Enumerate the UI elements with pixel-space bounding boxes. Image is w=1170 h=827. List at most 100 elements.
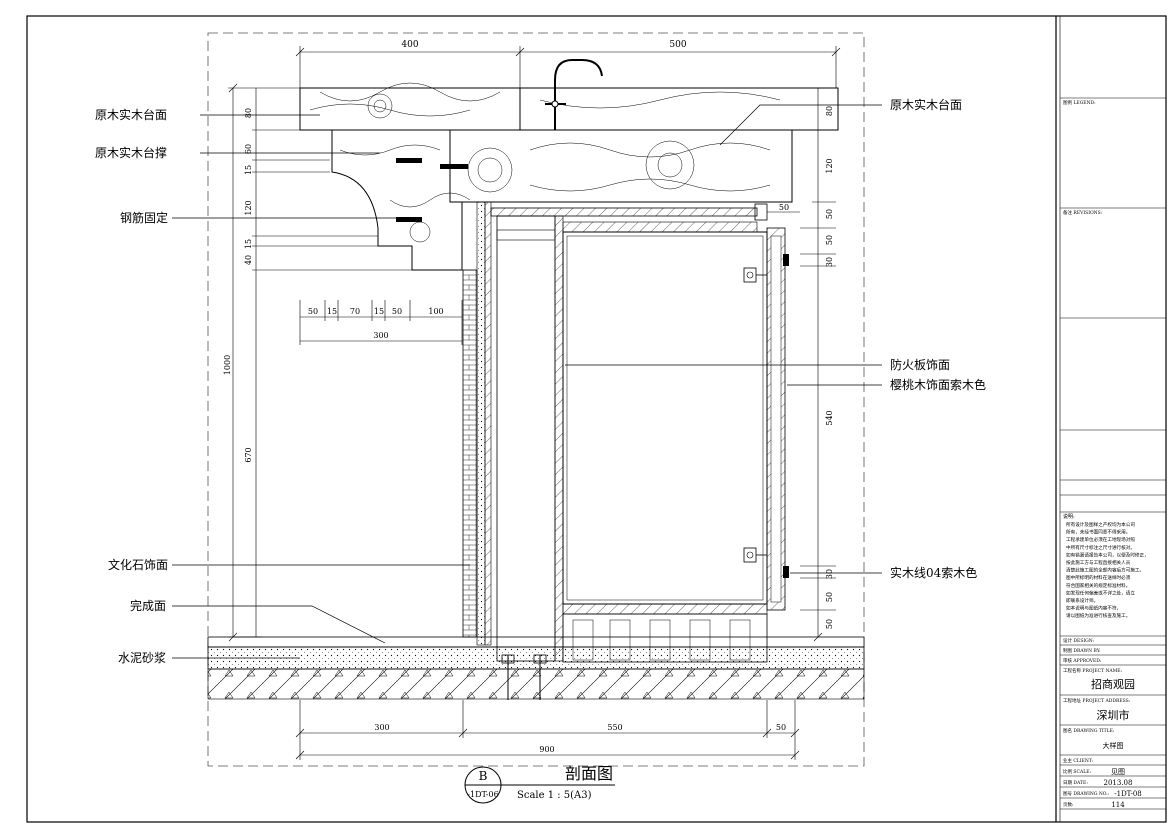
dim-left-120: 120 xyxy=(244,200,253,215)
page-label: 页数: xyxy=(1063,801,1074,808)
dim-left-40: 40 xyxy=(244,255,253,265)
note-line: 如本说明与图纸内容不符， xyxy=(1066,605,1121,612)
dim-brace-b: 15 xyxy=(327,307,337,316)
faucet-icon xyxy=(545,59,603,130)
dimension-right xyxy=(767,88,836,642)
note-line: 所有设计及图样之产权均为本公司 xyxy=(1066,521,1135,528)
dim-brace-f: 100 xyxy=(428,307,443,316)
dim-right-30b: 30 xyxy=(825,569,834,579)
dimension-top xyxy=(295,46,841,88)
dim-bottom-total: 900 xyxy=(539,745,554,754)
scale-label: 比例 SCALE: xyxy=(1063,768,1091,775)
cabinet-body xyxy=(490,203,789,700)
date-value: 2013.08 xyxy=(1104,779,1133,787)
dim-left-1000: 1000 xyxy=(223,355,232,375)
hinge-top xyxy=(743,267,767,283)
drawing-title-label: 图名 DRAWING TITLE: xyxy=(1063,727,1115,734)
dimension-brace xyxy=(299,300,463,345)
culture-stone-wall xyxy=(462,199,492,646)
approved-label: 审核 APPROVED: xyxy=(1063,657,1102,664)
dim-right-30a: 30 xyxy=(825,257,834,267)
drawn-label: 制图 DRAWN BY: xyxy=(1063,647,1101,654)
callout-countertop-left: 原木实木台面 xyxy=(95,107,167,122)
hinge-bottom xyxy=(743,547,767,563)
dim-left-670: 670 xyxy=(244,447,253,462)
dimension-bottom xyxy=(295,700,800,760)
floor-layers xyxy=(207,636,865,700)
note-line: 如有错漏请报告本公司，以便及时修正， xyxy=(1066,551,1149,558)
project-address-label: 工程地址 PROJECT ADDRESS: xyxy=(1063,697,1131,704)
note-line: 所有，未经书面同意不得采用。 xyxy=(1066,529,1130,536)
drawing-no-label: 图号 DRAWING NO.: xyxy=(1063,791,1110,797)
dim-right-540: 540 xyxy=(825,410,834,425)
dim-side-50: 50 xyxy=(779,203,789,212)
dimension-left xyxy=(228,83,412,642)
client-label: 业主 CLIENT: xyxy=(1063,757,1094,764)
dim-brace-e: 50 xyxy=(392,307,402,316)
leader-lines-left xyxy=(172,114,470,659)
design-label: 设计 DESIGN: xyxy=(1063,637,1095,644)
dim-right-50c: 50 xyxy=(825,592,834,602)
note-line: 清楚此施工图的全部内容后方可施工。 xyxy=(1066,567,1144,574)
legend-label: 图例 LEGEND: xyxy=(1063,99,1096,106)
scale-value: 见图 xyxy=(1111,768,1125,776)
countertop xyxy=(299,82,839,203)
note-line: 请以图纸为准进行核查及施工。 xyxy=(1066,612,1130,619)
dim-left-80: 80 xyxy=(244,108,253,118)
callout-wood-line: 实木线04索木色 xyxy=(890,565,977,580)
dim-right-120: 120 xyxy=(825,158,834,173)
dim-top-right: 500 xyxy=(669,40,686,50)
callout-fireproof: 防火板饰面 xyxy=(890,357,950,372)
dim-brace-a: 50 xyxy=(308,307,318,316)
note-line: 图中所标明的材料在送样时必须 xyxy=(1066,574,1131,581)
note-line: 按此施工方与工程直接相关人员 xyxy=(1066,559,1131,566)
section-letter: B xyxy=(479,769,488,783)
revision-label: 备注 REVISIONS: xyxy=(1063,209,1103,216)
dim-brace-c: 70 xyxy=(350,307,360,316)
rebar-markers xyxy=(396,158,468,222)
drawing-no-value: -1DT-08 xyxy=(1114,790,1141,798)
countertop-brace xyxy=(330,129,471,271)
callout-rebar: 钢筋固定 xyxy=(120,210,168,225)
callout-countertop-right: 原木实木台面 xyxy=(890,97,962,112)
title-block xyxy=(1060,97,1166,810)
project-name: 招商观园 xyxy=(1091,677,1135,691)
callout-culture-stone: 文化石饰面 xyxy=(108,557,168,572)
project-name-label: 工程名称 PROJECT NAME: xyxy=(1063,667,1123,674)
note-line: 如发现任何偏差或不详之处，请立 xyxy=(1066,589,1135,596)
dim-right-50d: 50 xyxy=(825,619,834,629)
section-ref: -1DT-06 xyxy=(467,790,498,799)
outer-border xyxy=(26,15,1167,823)
notes-list: 所有设计及图样之产权均为本公司所有，未经书面同意不得采用。工程承建单位必须在工地… xyxy=(1066,521,1149,619)
callout-finish-floor: 完成面 xyxy=(130,598,166,613)
callout-mortar: 水泥砂浆 xyxy=(118,650,166,665)
note-line: 即联系设计师。 xyxy=(1066,597,1098,604)
drawing-frame xyxy=(207,32,865,767)
note-line: 中所有尺寸标注之尺寸进行核对。 xyxy=(1066,544,1135,551)
drawing-title: 大样图 xyxy=(1103,741,1124,750)
note-line: 工程承建单位必须在工地现场对照 xyxy=(1066,536,1135,543)
callout-cherry: 樱桃木饰面索木色 xyxy=(890,377,986,392)
leader-lines-right xyxy=(565,104,882,574)
dim-brace-total: 300 xyxy=(373,331,388,340)
section-scale: Scale 1 : 5(A3) xyxy=(517,790,592,801)
page-value: 114 xyxy=(1111,801,1125,809)
dim-left-60: 60 xyxy=(244,144,253,154)
note-line: 符合国家相关的规定标准材料。 xyxy=(1066,582,1130,589)
dim-top-left: 400 xyxy=(401,40,418,50)
dim-right-50a: 50 xyxy=(825,209,834,219)
dim-right-50b: 50 xyxy=(825,235,834,245)
notes-title: 说明: xyxy=(1063,513,1075,520)
dim-bottom-a: 300 xyxy=(374,723,389,732)
dim-brace-d: 15 xyxy=(374,307,384,316)
date-label: 日期 DATE: xyxy=(1063,780,1088,786)
dim-left-15a: 15 xyxy=(244,165,253,175)
dim-left-15b: 15 xyxy=(244,239,253,249)
dim-bottom-b: 550 xyxy=(607,723,622,732)
callout-brace: 原木实木台撑 xyxy=(95,145,167,160)
leveling-feet xyxy=(501,654,547,700)
dim-right-80: 80 xyxy=(825,106,834,116)
section-mark xyxy=(464,766,615,804)
section-title: 剖面图 xyxy=(565,764,613,783)
